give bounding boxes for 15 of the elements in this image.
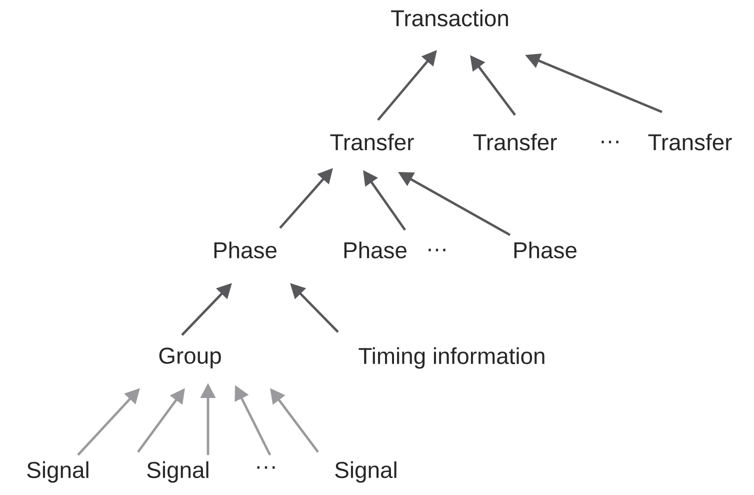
ellipsis: … bbox=[602, 140, 618, 144]
node-label: Group bbox=[159, 348, 221, 368]
node-label: Transaction bbox=[391, 10, 508, 26]
node-label: Transfer bbox=[648, 134, 732, 150]
node-label: Timing information bbox=[358, 347, 544, 369]
node-label: Signal bbox=[335, 461, 396, 483]
node-label: Phase bbox=[514, 242, 576, 258]
node-label: Transfer bbox=[330, 134, 414, 150]
node-label: Signal bbox=[27, 461, 88, 483]
ellipsis: ··· bbox=[257, 466, 275, 469]
node-label: Phase bbox=[214, 242, 276, 258]
node-label: Phase bbox=[344, 242, 406, 258]
ellipsis: … bbox=[428, 248, 446, 252]
node-label: Transfer bbox=[473, 134, 557, 150]
node-label: Signal bbox=[147, 461, 208, 483]
